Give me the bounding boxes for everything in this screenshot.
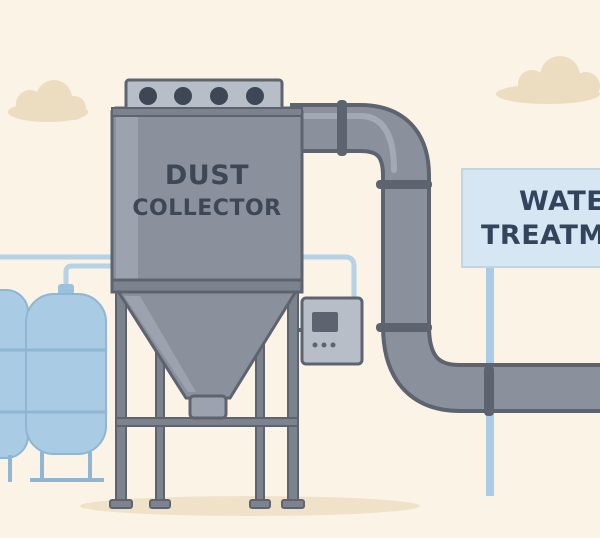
storage-tank-left (0, 289, 29, 482)
vent-hole (246, 87, 264, 105)
collector-label-line-1: DUST (164, 160, 250, 191)
vent-hole (174, 87, 192, 105)
cloud-left (8, 80, 88, 122)
sign-line-1: WATE (519, 186, 600, 217)
vent-hole (139, 87, 157, 105)
collector-hopper (113, 286, 301, 420)
control-button (330, 342, 336, 348)
water-treatment-sign: WATE TREATM (461, 168, 600, 268)
control-panel (294, 296, 364, 366)
background-pipes (0, 254, 357, 330)
collector-top (111, 78, 303, 117)
collector-label-line-2: COLLECTOR (132, 196, 282, 221)
cloud-right (496, 56, 600, 104)
control-button (312, 342, 318, 348)
sign-line-2: TREATM (481, 220, 600, 251)
vent-hole (210, 87, 228, 105)
control-screen (312, 312, 338, 332)
collector-body (110, 106, 304, 294)
exhaust-duct (287, 100, 600, 416)
control-button (321, 342, 327, 348)
storage-tank-right (25, 284, 107, 482)
